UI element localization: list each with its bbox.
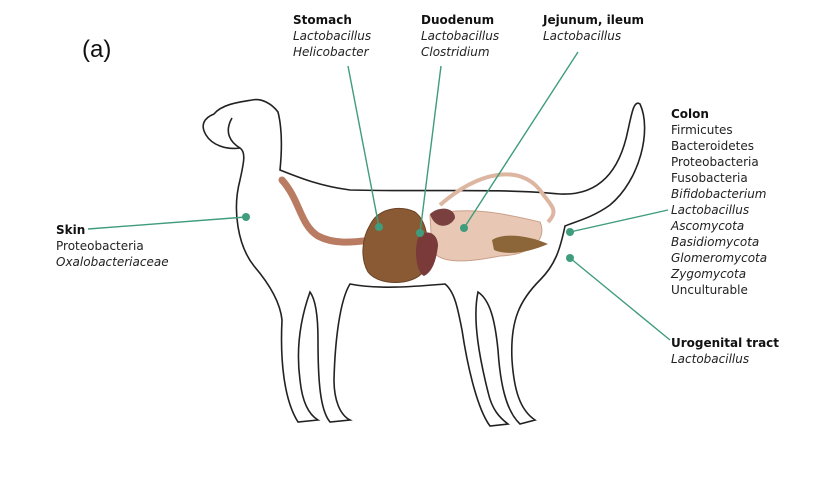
dog-outline (202, 98, 646, 427)
callout-dots (242, 213, 574, 262)
label-title: Stomach (293, 13, 352, 27)
label-item: Oxalobacteriaceae (56, 255, 169, 269)
spleen-organ (430, 208, 455, 226)
colon-tube (438, 172, 556, 224)
stomach-dot (375, 223, 383, 231)
skin-dot (242, 213, 250, 221)
label-item: Lactobacillus (671, 203, 750, 217)
jejunum-line (463, 51, 579, 229)
label-item: Lactobacillus (421, 29, 500, 43)
jejunum-label: Jejunum, ileum Lactobacillus (543, 12, 644, 44)
stomach-line (347, 65, 380, 228)
urogenital-dot (566, 254, 574, 262)
label-item: Clostridium (421, 45, 490, 59)
label-title: Skin (56, 223, 86, 237)
liver-organ (416, 232, 438, 276)
label-item: Unculturable (671, 283, 748, 297)
urogenital-line (569, 257, 671, 341)
label-item: Lactobacillus (543, 29, 622, 43)
label-item: Firmicutes (671, 123, 733, 137)
esophagus (278, 176, 376, 246)
label-item: Glomeromycota (671, 251, 768, 265)
label-item: Helicobacter (293, 45, 369, 59)
colon-line (569, 209, 669, 233)
duodenum-dot (416, 229, 424, 237)
label-title: Jejunum, ileum (543, 13, 644, 27)
label-item: Proteobacteria (56, 239, 144, 253)
label-title: Duodenum (421, 13, 495, 27)
colon-dot (566, 228, 574, 236)
label-title: Urogenital tract (671, 336, 780, 350)
label-item: Basidiomycota (671, 235, 760, 249)
urogenital-label: Urogenital tract Lactobacillus (671, 335, 779, 367)
bladder-organ (492, 235, 548, 253)
stomach-label: Stomach Lactobacillus Helicobacter (293, 12, 371, 60)
skin-label: Skin Proteobacteria Oxalobacteriaceae (56, 222, 169, 270)
label-item: Zygomycota (671, 267, 747, 281)
label-item: Lactobacillus (293, 29, 372, 43)
callout-lines (87, 51, 671, 341)
label-item: Fusobacteria (671, 171, 748, 185)
skin-line (87, 216, 247, 230)
label-item: Proteobacteria (671, 155, 759, 169)
label-item: Bifidobacterium (671, 187, 767, 201)
label-item: Ascomycota (671, 219, 745, 233)
jejunum-dot (460, 224, 468, 232)
label-item: Bacteroidetes (671, 139, 754, 153)
label-title: Colon (671, 107, 709, 121)
panel-label: (a) (82, 36, 112, 63)
duodenum-label: Duodenum Lactobacillus Clostridium (421, 12, 499, 60)
label-item: Lactobacillus (671, 352, 750, 366)
duodenum-line (419, 65, 442, 234)
